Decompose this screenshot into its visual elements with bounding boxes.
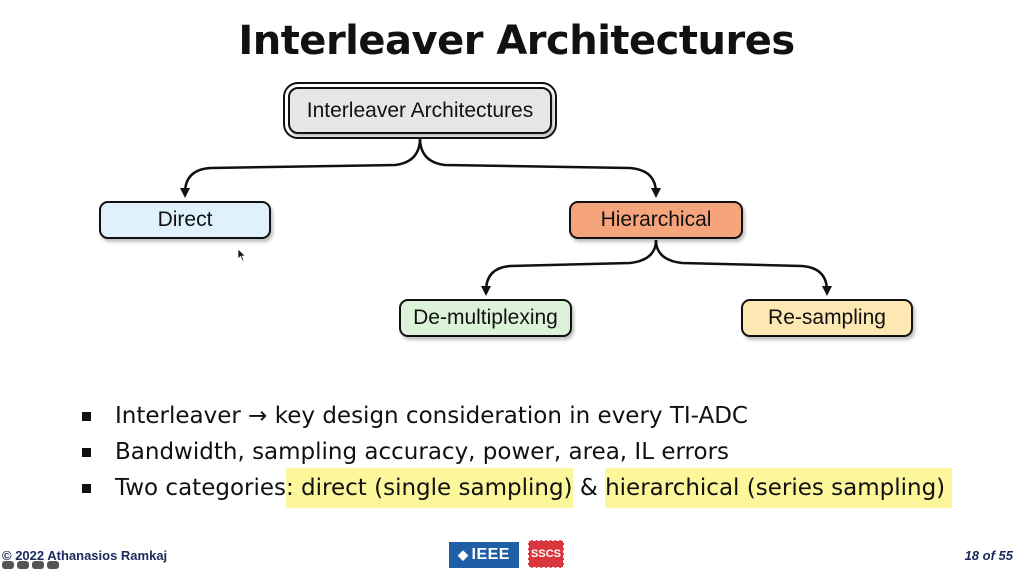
- bullet-square-icon: [82, 483, 91, 493]
- sscs-logo: SSCS: [528, 540, 564, 568]
- node-direct: Direct: [99, 201, 271, 239]
- ieee-logo-text: IEEE: [471, 546, 510, 563]
- bullet-item: Bandwidth, sampling accuracy, power, are…: [82, 434, 952, 470]
- bullet-text: key design consideration in every TI-ADC: [267, 403, 748, 429]
- right-arrow-icon: →: [248, 403, 268, 429]
- node-de-multiplexing: De-multiplexing: [399, 299, 572, 337]
- edge-hier-resamp: [654, 239, 832, 296]
- footer-copyright: © 2022 Athanasios Ramkaj: [2, 548, 168, 563]
- control-icon[interactable]: [47, 561, 59, 569]
- bullet-text: &: [572, 475, 606, 501]
- highlighted-text: hierarchical (series sampling): [605, 468, 953, 508]
- control-icon[interactable]: [17, 561, 29, 569]
- slide-title: Interleaver Architectures: [238, 18, 795, 64]
- bullet-square-icon: [82, 447, 91, 457]
- bullet-text: Two categories: [115, 475, 286, 501]
- control-icon[interactable]: [2, 561, 14, 569]
- control-icon[interactable]: [32, 561, 44, 569]
- bullet-text: Interleaver: [115, 403, 249, 429]
- page-number: 18 of 55: [964, 548, 1013, 563]
- highlighted-text: :: [286, 468, 294, 508]
- player-controls[interactable]: [2, 561, 59, 569]
- edge-root-direct: [180, 137, 422, 198]
- edge-root-hierarchical: [418, 137, 661, 198]
- bullet-text: Bandwidth, sampling accuracy, power, are…: [115, 439, 730, 465]
- bullet-square-icon: [82, 411, 91, 421]
- ieee-diamond-icon: ◆: [458, 547, 469, 562]
- tree-connectors: [180, 137, 832, 296]
- bullet-item: Two categories : direct (single sampling…: [82, 468, 953, 508]
- node-hierarchical: Hierarchical: [569, 201, 743, 239]
- ieee-logo: ◆ IEEE: [449, 542, 519, 568]
- mouse-cursor-icon: [237, 248, 247, 262]
- node-re-sampling: Re-sampling: [741, 299, 913, 337]
- edge-hier-demux: [481, 239, 658, 296]
- node-interleaver-architectures: Interleaver Architectures: [283, 82, 557, 139]
- highlighted-text: direct (single sampling): [293, 468, 573, 508]
- bullet-item: Interleaver → key design consideration i…: [82, 398, 952, 434]
- bullet-list: Interleaver → key design consideration i…: [82, 398, 953, 508]
